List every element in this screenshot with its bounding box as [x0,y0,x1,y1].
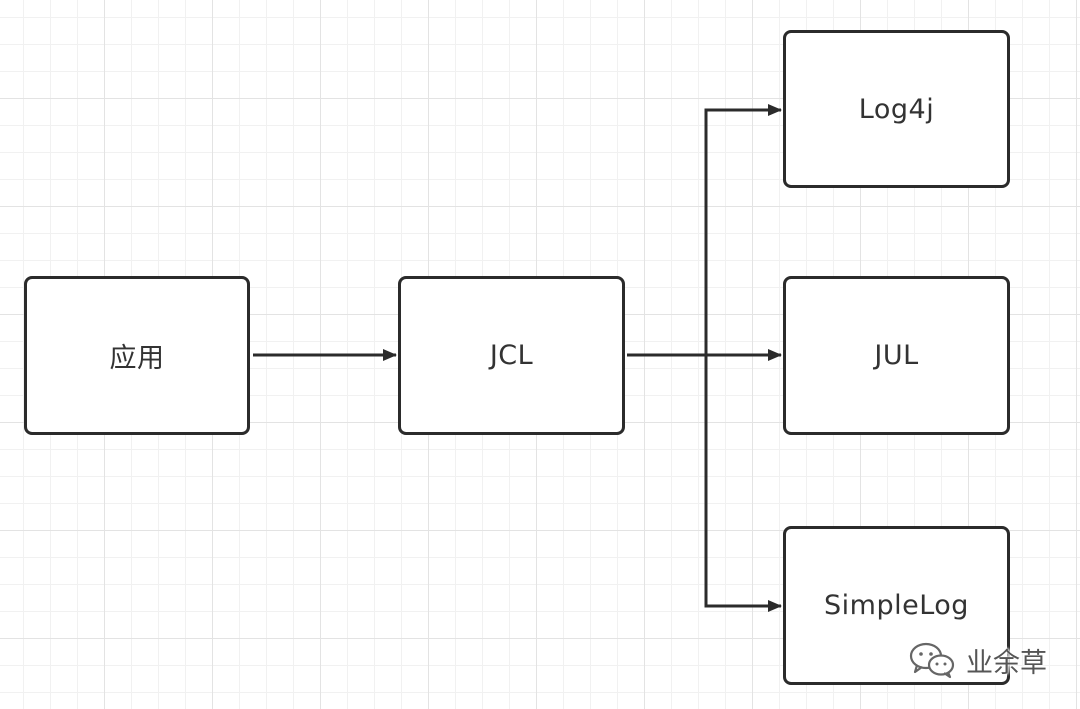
node-jcl: JCL [398,276,625,435]
node-jul-label: JUL [874,340,919,371]
watermark-text: 业余草 [966,647,1047,679]
wechat-icon [909,642,955,679]
edge-jcl-to-log4j [627,104,782,357]
node-log4j: Log4j [783,30,1010,188]
node-jcl-label: JCL [489,340,534,371]
node-app: 应用 [24,276,250,435]
node-app-label: 应用 [109,343,165,374]
node-simplelog-label: SimpleLog [824,590,969,621]
node-jul: JUL [783,276,1010,435]
node-log4j-label: Log4j [858,93,935,125]
watermark: 业余草 [908,640,1047,680]
node-simplelog: SimpleLog [783,526,1010,685]
edge-jcl-to-simplelog [704,355,782,612]
